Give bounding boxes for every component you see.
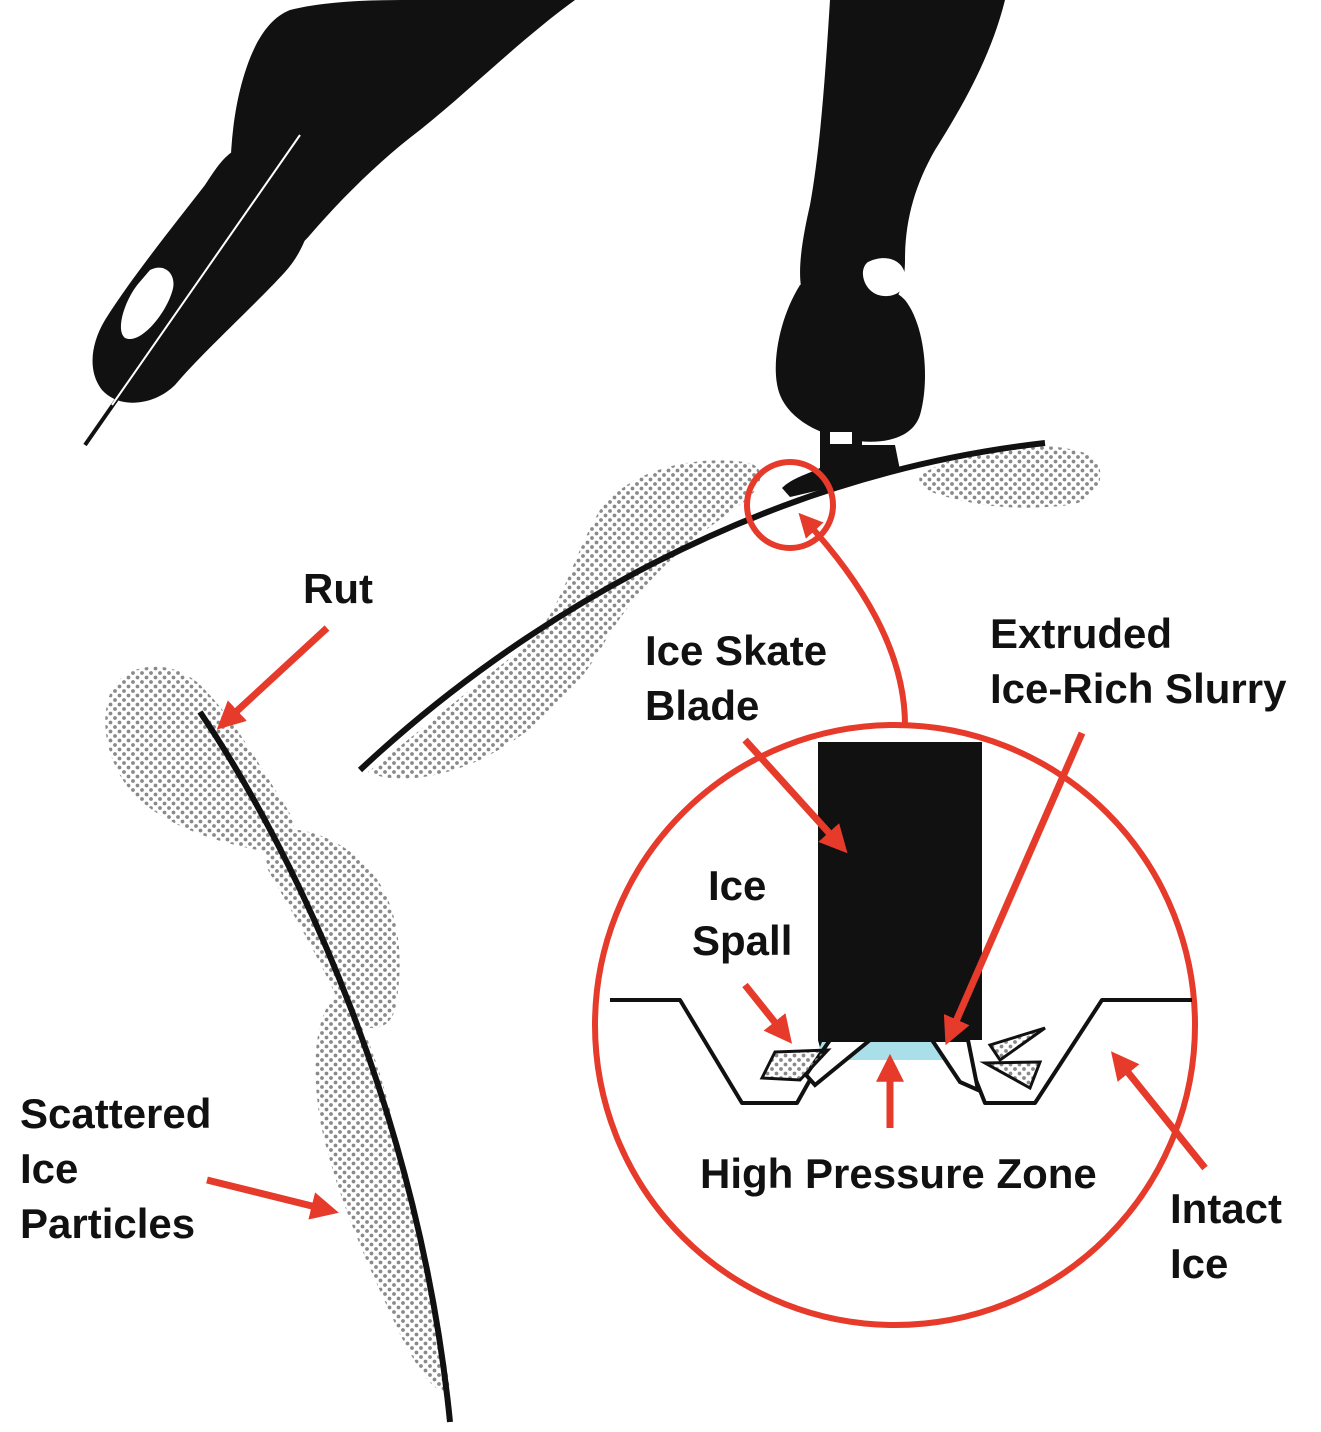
label-line: Ice-Rich Slurry bbox=[990, 665, 1287, 712]
particle-cloud bbox=[105, 666, 294, 853]
skater-silhouette-icon bbox=[92, 0, 1005, 442]
label-line: Ice bbox=[1170, 1240, 1228, 1287]
rut-line bbox=[197, 710, 453, 1423]
particle-cloud bbox=[919, 445, 1101, 508]
rut-arrow bbox=[216, 625, 330, 730]
ice-spall-piece bbox=[759, 1048, 832, 1082]
label-rut: Rut bbox=[303, 565, 373, 612]
trailing-leg bbox=[230, 0, 575, 256]
track-line bbox=[357, 440, 1046, 773]
ice-skate-blade bbox=[818, 742, 982, 1040]
scattered-ice-particles bbox=[105, 445, 1101, 1393]
label-line: Blade bbox=[645, 682, 759, 729]
label-intact-ice: Intact Ice bbox=[1170, 1185, 1294, 1287]
particle-cloud bbox=[368, 460, 761, 779]
label-line: Intact bbox=[1170, 1185, 1282, 1232]
label-high-pressure-zone: High Pressure Zone bbox=[700, 1150, 1097, 1197]
label-extruded-slurry: Extruded Ice-Rich Slurry bbox=[990, 610, 1287, 712]
zoom-detail-circle bbox=[592, 722, 1198, 1328]
blade-arrow bbox=[742, 737, 848, 854]
intact-ice-arrow bbox=[1110, 1051, 1208, 1171]
leading-boot bbox=[775, 276, 925, 442]
label-line: Extruded bbox=[990, 610, 1172, 657]
ice-spall-piece bbox=[987, 1026, 1046, 1063]
zoom-source-circle bbox=[744, 459, 836, 551]
ice-spall-piece bbox=[979, 1060, 1043, 1091]
label-line: Particles bbox=[20, 1200, 195, 1247]
pointer-arrows bbox=[206, 625, 1208, 1220]
particle-cloud bbox=[315, 999, 450, 1393]
label-line: Ice bbox=[708, 862, 766, 909]
boot-highlight bbox=[862, 258, 906, 297]
label-scattered-ice-particles: Scattered Ice Particles bbox=[20, 1090, 223, 1247]
boot-highlight bbox=[120, 267, 174, 340]
label-line: Ice Skate bbox=[645, 627, 827, 674]
leading-blade-icon bbox=[782, 430, 900, 497]
trailing-blade-edge bbox=[111, 134, 301, 406]
label-line: Ice bbox=[20, 1145, 78, 1192]
label-ice-skate-blade: Ice Skate Blade bbox=[645, 627, 839, 729]
slurry-arrow bbox=[943, 731, 1086, 1046]
particles-arrow bbox=[206, 1176, 339, 1220]
ice-spalls bbox=[759, 1026, 1046, 1091]
label-line: Spall bbox=[692, 917, 792, 964]
pressure-wedge-right bbox=[928, 1038, 981, 1094]
label-line: Scattered bbox=[20, 1090, 211, 1137]
label-ice-spall: Ice Spall bbox=[692, 862, 792, 964]
spall-arrow bbox=[742, 982, 792, 1044]
zoom-connector-arrow bbox=[798, 512, 908, 726]
leading-leg bbox=[800, 0, 1005, 322]
